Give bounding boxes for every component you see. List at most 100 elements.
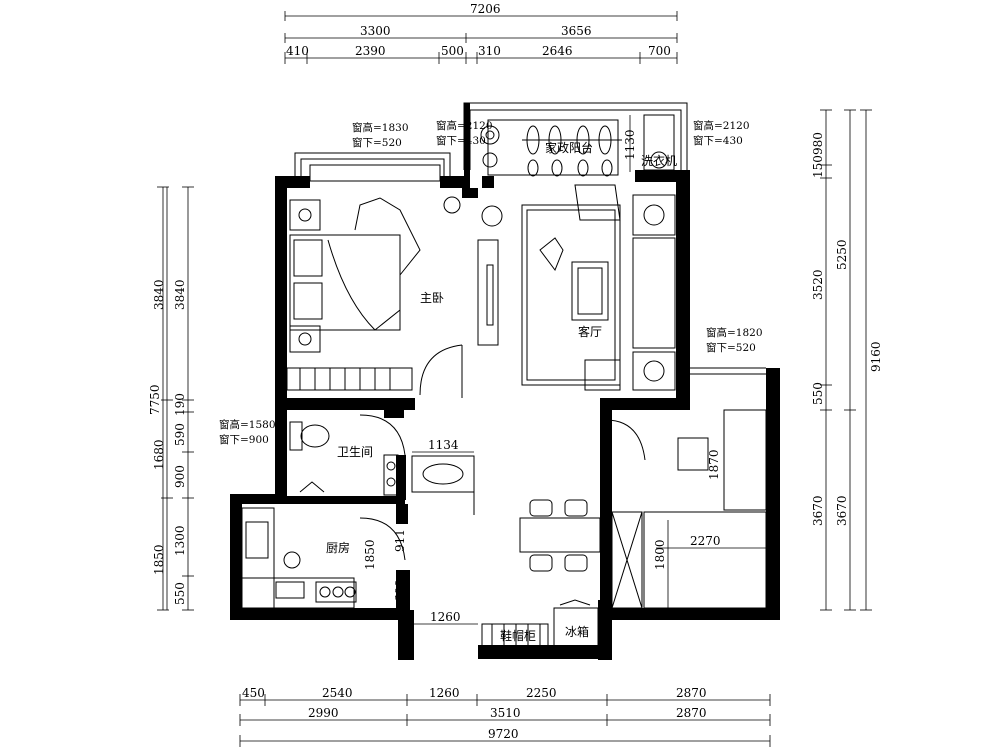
kitchen-sink-icon xyxy=(245,521,269,559)
tv-cabinet xyxy=(477,239,499,346)
dim-1260-entry: 1260 xyxy=(430,610,461,624)
dim-right-inner-3: 3520 xyxy=(811,269,825,300)
dim-600: 600 xyxy=(393,579,407,602)
window-note-1-height: 窗高=1830 xyxy=(352,121,409,134)
window-note-1-sill: 窗下=520 xyxy=(352,136,402,149)
label-kitchen: 厨房 xyxy=(326,540,350,555)
armchair-icon-2 xyxy=(584,359,621,391)
wash-basin: 1134 xyxy=(411,438,475,515)
dim-left-inner-1: 3840 xyxy=(173,279,187,310)
dim-top-right-group: 3656 xyxy=(561,24,592,38)
coffee-table xyxy=(571,261,609,321)
dim-top-seg-1: 410 xyxy=(286,44,309,58)
label-master-bedroom: 主卧 xyxy=(420,291,444,305)
dim-bottom-seg-5: 2870 xyxy=(676,686,707,700)
label-balcony: 家政阳台 xyxy=(545,140,593,155)
label-fridge: 冰箱 xyxy=(565,624,589,639)
dim-bottom-seg-1: 450 xyxy=(242,686,265,700)
dim-right-mid-2: 3670 xyxy=(835,495,849,526)
window-note-2-height: 窗高=2120 xyxy=(436,119,493,132)
dim-bottom-seg-2: 2540 xyxy=(322,686,353,700)
dim-right-inner-2: 150 xyxy=(811,155,825,178)
walls xyxy=(230,103,780,660)
fridge-icon xyxy=(553,607,599,647)
bedroom-door-swing xyxy=(419,344,463,396)
desk-chair xyxy=(677,437,709,471)
window-note-3-sill: 窗下=430 xyxy=(693,134,743,147)
clothes-hanger-icon xyxy=(522,125,622,177)
washer-icon xyxy=(650,151,668,169)
label-shoe-cabinet: 鞋帽柜 xyxy=(500,628,536,643)
dim-left-inner-6: 550 xyxy=(173,582,187,605)
left-dimensions: 7750 3840 1680 1850 3840 190 590 900 130… xyxy=(148,186,194,611)
master-bedroom-furniture: 主卧 xyxy=(286,197,463,398)
dining-table xyxy=(519,517,601,553)
window-note-4-sill: 窗下=520 xyxy=(706,341,756,354)
dim-left-mid-1: 3840 xyxy=(152,279,166,310)
wardrobe-2 xyxy=(611,511,643,609)
kitchen-door-swing xyxy=(359,517,406,561)
dining-entry: 1260 鞋帽柜 冰箱 xyxy=(414,499,601,647)
dim-bottom-total: 9720 xyxy=(488,727,519,741)
dim-left-mid-3: 1850 xyxy=(152,544,166,575)
dim-1850-kitchen: 1850 xyxy=(363,539,377,570)
window-note-5-height: 窗高=1580 xyxy=(219,418,276,431)
bedroom-window-bay xyxy=(294,152,451,182)
second-bedroom-furniture: 1870 2270 1800 xyxy=(605,409,767,609)
toilet-icon xyxy=(300,424,330,448)
carpet xyxy=(521,204,621,386)
window-note-4-height: 窗高=1820 xyxy=(706,326,763,339)
dim-right-inner-5: 3670 xyxy=(811,495,825,526)
dim-right-mid-1: 5250 xyxy=(835,239,849,270)
label-bathroom: 卫生间 xyxy=(337,445,373,459)
dim-left-inner-3: 590 xyxy=(173,423,187,446)
window-note-2-sill: 窗下=430 xyxy=(436,134,486,147)
armchair-icon xyxy=(574,184,621,221)
shoe-cabinet xyxy=(481,623,549,647)
dim-top-left-group: 3300 xyxy=(360,24,391,38)
star-decor-icon xyxy=(539,237,564,272)
dim-right-outer: 9160 xyxy=(869,341,883,372)
balcony-area: 家政阳台 1130 洗衣机 xyxy=(463,102,688,177)
dim-left-inner-4: 900 xyxy=(173,465,187,488)
dim-bottom-group-2: 3510 xyxy=(490,706,521,720)
bathroom-fixtures: 卫生间 xyxy=(289,414,406,496)
dim-bottom-seg-3: 1260 xyxy=(429,686,460,700)
second-bedroom-door-swing xyxy=(605,419,646,461)
dim-1870: 1870 xyxy=(707,449,721,480)
bottom-dimensions: 450 2540 1260 2250 2870 2990 3510 2870 9… xyxy=(239,686,771,747)
dim-left-outer: 7750 xyxy=(148,384,162,415)
dim-top-seg-4: 310 xyxy=(478,44,501,58)
wardrobe xyxy=(286,367,413,391)
bathroom-door-swing xyxy=(359,414,406,456)
dim-top-seg-6: 700 xyxy=(648,44,671,58)
dim-top-seg-3: 500 xyxy=(441,44,464,58)
dim-911: 911 xyxy=(393,529,407,552)
dim-left-inner-2: 190 xyxy=(173,393,187,416)
dim-right-inner-1: 980 xyxy=(811,132,825,155)
floor-drain-icon xyxy=(299,481,325,493)
top-dimensions: 7206 3300 3656 410 2390 500 310 2646 700 xyxy=(284,2,678,64)
reading-lamp-icon xyxy=(354,197,421,276)
label-living-room: 客厅 xyxy=(578,324,602,339)
dim-2270: 2270 xyxy=(690,534,721,548)
label-washer: 洗衣机 xyxy=(641,153,677,168)
window-notes: 窗高=1830 窗下=520 窗高=2120 窗下=430 窗高=2120 窗下… xyxy=(219,119,763,446)
dim-bottom-group-1: 2990 xyxy=(308,706,339,720)
kitchen-fixtures: 厨房 1850 911 600 xyxy=(241,507,407,609)
dim-bottom-seg-4: 2250 xyxy=(526,686,557,700)
stove-icon xyxy=(315,581,357,603)
dim-1800: 1800 xyxy=(653,539,667,570)
dim-bottom-group-3: 2870 xyxy=(676,706,707,720)
window-note-5-sill: 窗下=900 xyxy=(219,433,269,446)
dim-top-seg-5: 2646 xyxy=(542,44,573,58)
plant-icon xyxy=(480,125,500,168)
dim-1130: 1130 xyxy=(623,129,637,160)
desk xyxy=(723,409,767,511)
dim-left-inner-5: 1300 xyxy=(173,525,187,556)
dim-left-mid-2: 1680 xyxy=(152,439,166,470)
dim-top-seg-2: 2390 xyxy=(355,44,386,58)
person-icon xyxy=(283,551,301,569)
sofa-icon xyxy=(632,237,676,349)
